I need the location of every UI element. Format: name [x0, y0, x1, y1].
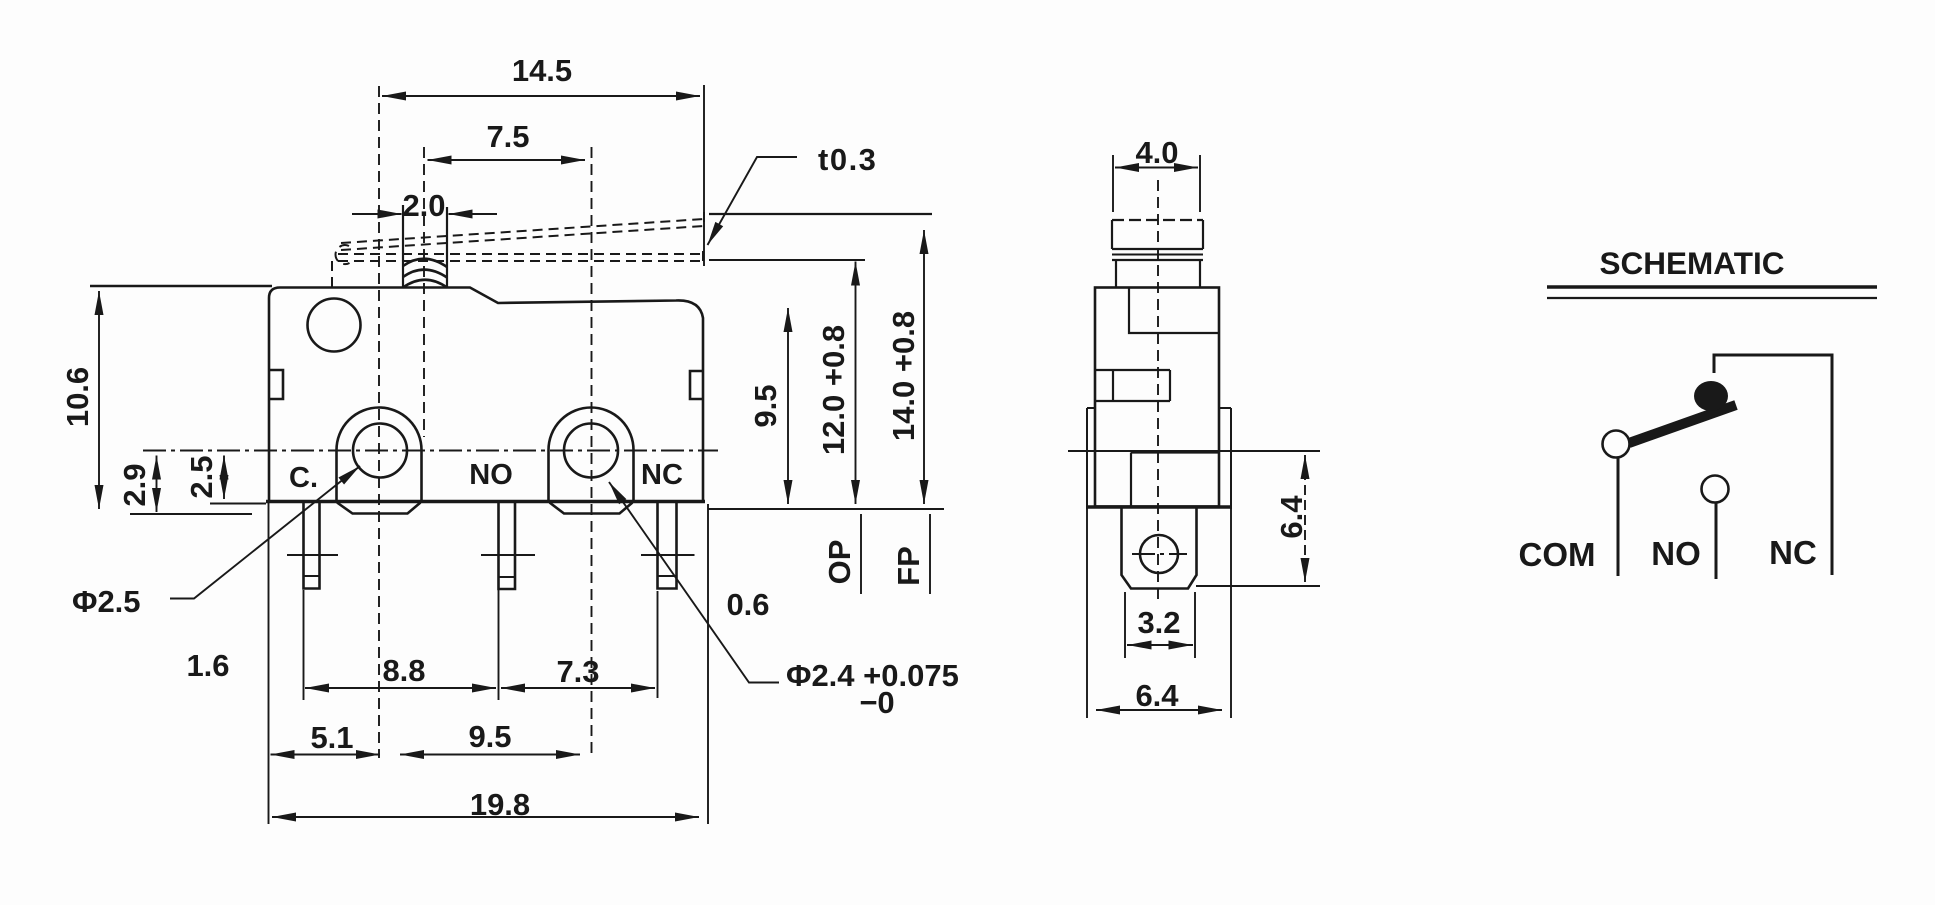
- svg-text:6.4: 6.4: [1135, 678, 1179, 713]
- svg-text:2.0: 2.0: [402, 188, 445, 223]
- svg-text:2.5: 2.5: [184, 455, 219, 498]
- svg-text:Φ2.4 +0.075: Φ2.4 +0.075: [786, 658, 959, 693]
- svg-text:NO: NO: [469, 459, 513, 491]
- svg-text:7.3: 7.3: [556, 654, 599, 689]
- svg-text:NC: NC: [1769, 534, 1817, 571]
- svg-text:4.0: 4.0: [1135, 135, 1178, 170]
- svg-text:SCHEMATIC: SCHEMATIC: [1600, 245, 1785, 281]
- svg-text:C.: C.: [289, 462, 318, 494]
- svg-text:NC: NC: [641, 459, 683, 491]
- svg-text:9.5: 9.5: [748, 384, 783, 427]
- svg-text:10.6: 10.6: [60, 367, 95, 427]
- svg-text:FP: FP: [891, 546, 926, 586]
- svg-text:9.5: 9.5: [468, 719, 511, 754]
- svg-text:6.4: 6.4: [1274, 495, 1309, 539]
- svg-text:5.1: 5.1: [310, 720, 353, 755]
- svg-text:7.5: 7.5: [486, 119, 529, 154]
- svg-text:t0.3: t0.3: [818, 142, 877, 177]
- svg-text:12.0 +0.8: 12.0 +0.8: [816, 325, 851, 455]
- svg-text:−0: −0: [859, 685, 894, 720]
- svg-text:19.8: 19.8: [470, 787, 530, 822]
- svg-text:NO: NO: [1651, 535, 1701, 572]
- svg-text:1.6: 1.6: [186, 648, 229, 683]
- svg-text:8.8: 8.8: [382, 653, 425, 688]
- svg-text:COM: COM: [1519, 536, 1596, 573]
- svg-text:3.2: 3.2: [1137, 605, 1180, 640]
- svg-text:0.6: 0.6: [726, 587, 769, 622]
- svg-text:14.0 +0.8: 14.0 +0.8: [886, 311, 921, 441]
- svg-text:14.5: 14.5: [512, 53, 572, 88]
- svg-text:Φ2.5: Φ2.5: [72, 584, 141, 619]
- svg-text:OP: OP: [822, 540, 857, 585]
- svg-text:2.9: 2.9: [117, 463, 152, 506]
